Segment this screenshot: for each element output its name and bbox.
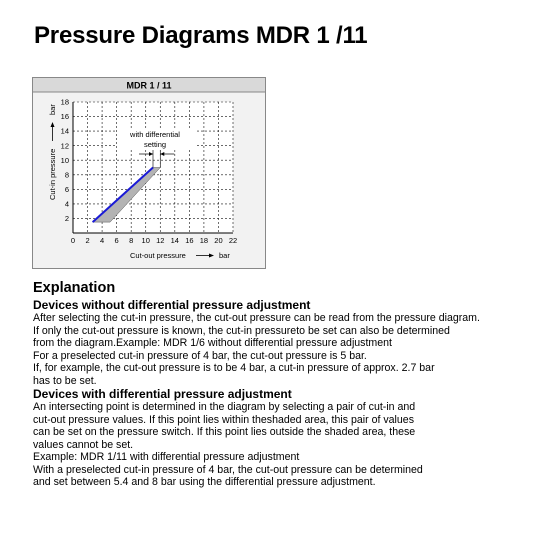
paragraph-line: has to be set. — [33, 374, 97, 387]
annotation-line-2: setting — [144, 140, 166, 149]
y-tick-label: 8 — [65, 170, 69, 179]
series-line — [91, 166, 154, 223]
y-tick-label: 10 — [61, 156, 69, 165]
x-tick-label: 4 — [100, 236, 104, 245]
paragraph-line: If, for example, the cut-out pressure is… — [33, 362, 435, 374]
chart-title-bar — [33, 78, 265, 92]
y-tick-label: 6 — [65, 185, 69, 194]
x-tick-label: 12 — [156, 236, 164, 245]
section-without-differential: Devices without differential pressure ad… — [33, 298, 528, 387]
explanation: Explanation Devices without differential… — [33, 280, 528, 489]
x-tick-label: 14 — [171, 236, 179, 245]
x-tick-label: 18 — [200, 236, 208, 245]
paragraph-line: and set between 5.4 and 8 bar using the … — [33, 476, 376, 488]
page-title: Pressure Diagrams MDR 1 /11 — [34, 22, 368, 49]
paragraph-line: If only the cut-out pressure is known, t… — [33, 324, 450, 337]
y-tick-label: 16 — [61, 112, 69, 121]
x-tick-label: 0 — [71, 236, 75, 245]
annotation-background — [117, 129, 197, 149]
chart-title: MDR 1 / 11 — [126, 81, 171, 91]
y-axis-arrowhead — [50, 122, 55, 127]
y-tick-label: 14 — [61, 127, 69, 136]
x-tick-label: 2 — [85, 236, 89, 245]
annotation-arrowhead-left — [149, 152, 153, 156]
section-with-differential: Devices with differential pressure adjus… — [33, 387, 528, 489]
y-tick-label: 2 — [65, 214, 69, 223]
y-tick-label: 18 — [61, 98, 69, 107]
y-tick-label: 4 — [65, 199, 69, 208]
x-tick-label: 10 — [142, 236, 150, 245]
y-axis-unit: bar — [48, 104, 57, 115]
x-tick-label: 6 — [115, 236, 119, 245]
y-tick-label: 12 — [61, 141, 69, 150]
x-axis-label: Cut-out pressure — [130, 251, 186, 260]
paragraph-line: can be set on the pressure switch. If th… — [33, 426, 416, 438]
paragraph-line: Example: MDR 1/11 with differential pres… — [33, 451, 300, 463]
paragraph-line: cut-out pressure values. If this point l… — [33, 413, 414, 426]
paragraph-line: With a preselected cut-in pressure of 4 … — [33, 463, 423, 476]
annotation-line-1: with differential — [129, 130, 180, 139]
x-axis-arrowhead — [209, 253, 214, 258]
paragraph-line: from the diagram.Example: MDR 1/6 withou… — [33, 337, 392, 349]
section-heading: Devices with differential pressure adjus… — [33, 387, 292, 401]
paragraph-line: values cannot be set. — [33, 438, 134, 451]
section-heading: Devices without differential pressure ad… — [33, 298, 311, 312]
y-axis-label: Cut-in pressure — [48, 149, 57, 200]
x-tick-label: 8 — [129, 236, 133, 245]
paragraph-line: After selecting the cut-in pressure, the… — [33, 312, 480, 324]
x-tick-label: 22 — [229, 236, 237, 245]
explanation-heading: Explanation — [33, 280, 116, 296]
annotation-arrowhead-right — [160, 152, 165, 156]
x-axis-unit: bar — [219, 251, 230, 260]
x-tick-label: 20 — [214, 236, 222, 245]
paragraph-line: An intersecting point is determined in t… — [33, 401, 416, 413]
paragraph-line: For a preselected cut-in pressure of 4 b… — [33, 349, 367, 362]
x-tick-label: 16 — [185, 236, 193, 245]
